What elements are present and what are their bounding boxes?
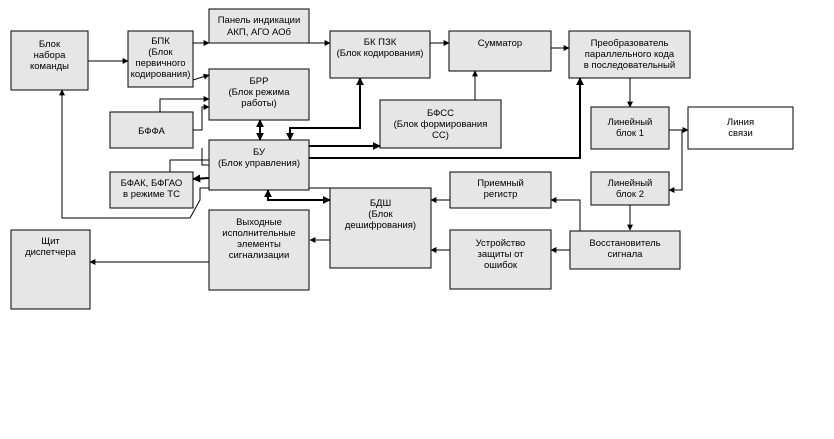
edge-bu-bk — [286, 77, 364, 141]
svg-text:БФФА: БФФА — [138, 126, 165, 137]
edge-bpk-to-brr — [192, 73, 210, 81]
edge-bffa-to-brr-2 — [193, 104, 210, 131]
edge-restorer-to-register — [550, 197, 581, 231]
edge-bu-bfak — [192, 174, 210, 183]
coding-block-bk-pzk: БК ПЗК(Блок кодирования) — [329, 30, 431, 79]
control-block-bu: БУ(Блок управления) — [208, 139, 310, 191]
adder-block: Сумматор — [448, 30, 552, 72]
edge-bu-to-bfak-link — [169, 159, 209, 172]
connectors — [59, 40, 689, 265]
svg-text:БК ПЗК(Блок кодирования): БК ПЗК(Блок кодирования) — [337, 37, 424, 59]
edge-bffa-bu-link — [201, 148, 209, 166]
edge-line-to-lb2 — [668, 130, 683, 193]
edge-bu-converter — [309, 77, 584, 159]
svg-text:Сумматор: Сумматор — [478, 38, 522, 49]
edge-bu-bdsh — [264, 189, 331, 204]
svg-text:БУ(Блок управления): БУ(Блок управления) — [218, 147, 300, 169]
bffa-block: БФФА — [109, 111, 194, 149]
